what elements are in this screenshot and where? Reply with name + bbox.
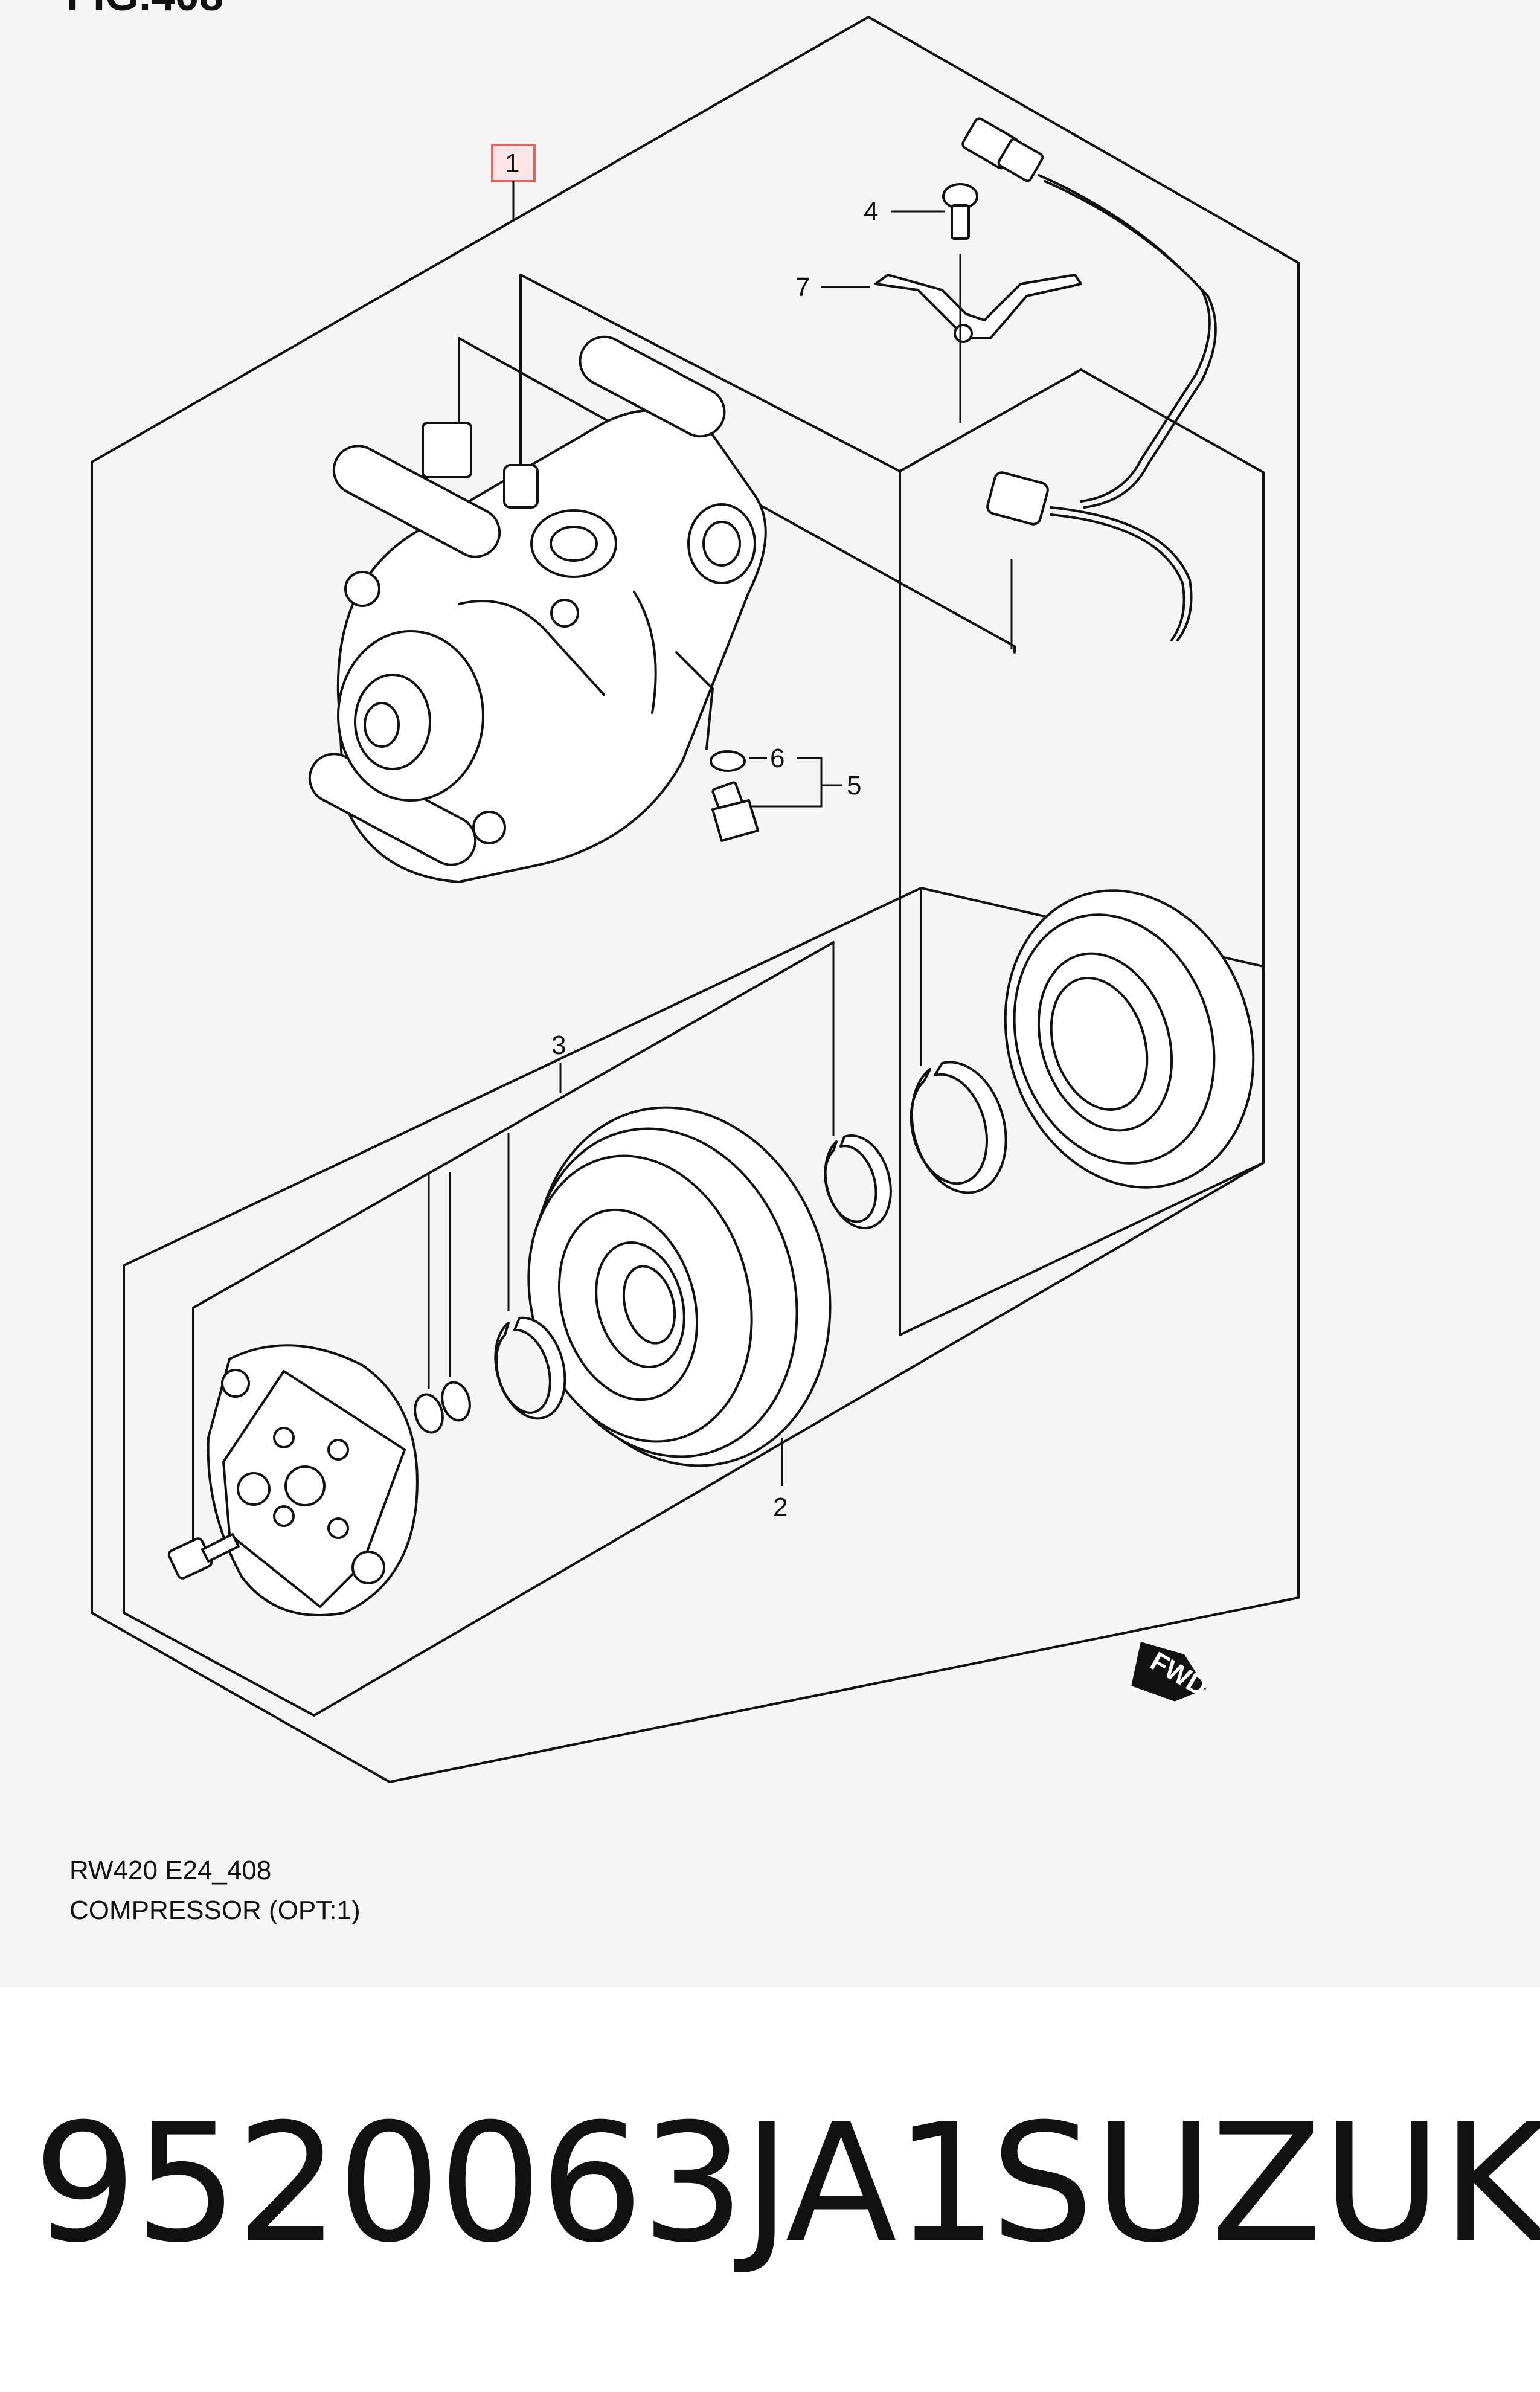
shim-a: [414, 1393, 444, 1434]
part-info-bar: [0, 1987, 1540, 2392]
compressor-subframe: [899, 368, 1265, 1336]
wire-harness: [961, 117, 1217, 649]
snap-ring-large: [910, 1061, 1007, 1194]
callout-1: 1: [505, 149, 519, 178]
callout-3: 3: [551, 1030, 566, 1060]
armature-plate: [207, 1344, 419, 1616]
clamp-bolt: [942, 183, 978, 240]
exploded-parts-diagram: FWD 1 4 7 6 5 3 2: [91, 16, 1300, 1783]
field-coil: [1004, 889, 1255, 1189]
caption-diagram-code: RW420 E24_408: [69, 1856, 272, 1885]
clutch-snap-ring: [494, 1316, 566, 1420]
fwd-arrow-icon: FWD: [1131, 1642, 1213, 1702]
clutch-bracket: [192, 941, 835, 1551]
brand-name: SUZUKI: [990, 2088, 1540, 2278]
shim-b: [441, 1381, 471, 1422]
diagram-area: FIG.408: [66, 0, 1300, 1925]
caption-diagram-title: COMPRESSOR (OPT:1): [69, 1895, 361, 1925]
figure-header: FIG.408: [66, 0, 223, 21]
callout-5: 5: [847, 771, 861, 800]
outer-assembly-frame: [91, 16, 1300, 1783]
callout-4: 4: [864, 197, 878, 227]
harness-clamp: [874, 274, 1082, 339]
snap-ring-small: [824, 1134, 892, 1230]
callout-7: 7: [795, 272, 810, 302]
part-number: 9520063JA1: [33, 2088, 998, 2278]
drain-plug: [711, 781, 759, 842]
pulley: [527, 1106, 832, 1467]
clamp-hole: [954, 324, 973, 343]
center-bolt: [167, 1533, 240, 1580]
leader-5: [752, 757, 823, 808]
callout-2: 2: [773, 1493, 788, 1522]
callout-6: 6: [770, 744, 784, 773]
drain-plug-o-ring: [710, 750, 746, 772]
compressor-illustration: [308, 335, 767, 883]
compressor-bracket: [519, 274, 901, 814]
clutch-subframe: [123, 887, 1265, 1717]
